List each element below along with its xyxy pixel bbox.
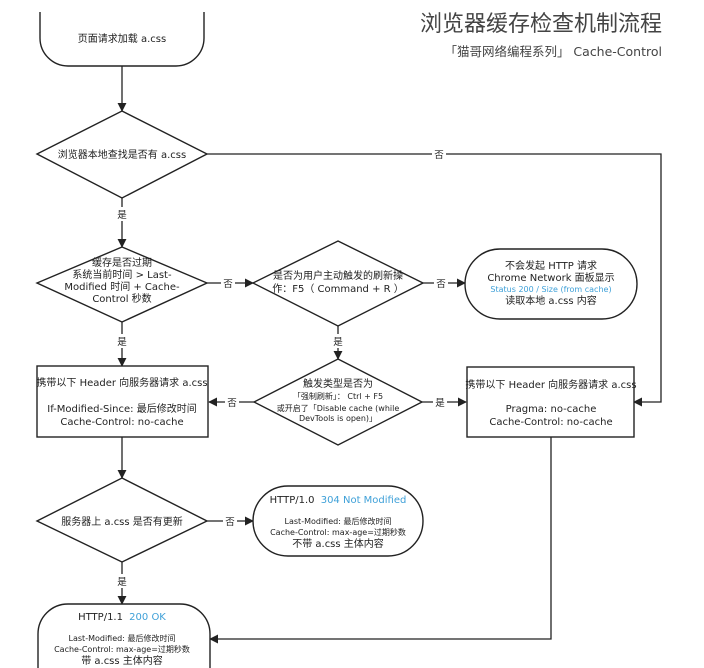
edge-nocache-to-200 (209, 437, 552, 644)
edge-label-no: 否 (225, 517, 235, 528)
conditional-line-2: Cache-Control: no-cache (60, 417, 183, 428)
conditional-line-1: If-Modified-Since: 最后修改时间 (47, 402, 196, 415)
response-200-line-2: Cache-Control: max-age=过期秒数 (54, 644, 190, 654)
response-200-status: HTTP/1.1 200 OK (78, 612, 166, 623)
response-200-prefix: HTTP/1.1 (78, 612, 123, 623)
nocache-line-1: Pragma: no-cache (506, 404, 597, 415)
decision-hard-line-2: 「强制刷新」： Ctrl + F5 (293, 391, 383, 401)
decision-expired-line-4: Control 秒数 (92, 292, 151, 305)
process-nocache-request: 携带以下 Header 向服务器请求 a.css Pragma: no-cach… (465, 366, 637, 438)
page-subtitle: 「猫哥网络编程系列」 Cache-Control (444, 44, 662, 59)
edge-label-yes: 是 (117, 337, 127, 348)
edge-label-no: 否 (436, 279, 446, 290)
decision-expired-line-3: Modified 时间 + Cache- (64, 280, 180, 293)
cache-hit-status: Status 200 / Size (from cache) (490, 285, 611, 294)
decision-expired-line-1: 缓存是否过期 (92, 256, 152, 269)
cache-hit-line-2: Chrome Network 面板显示 (487, 271, 614, 284)
nocache-line-2: Cache-Control: no-cache (489, 417, 612, 428)
decision-hard-line-1: 触发类型是否为 (303, 377, 373, 390)
edge-label-no: 否 (227, 398, 237, 409)
decision-hard-line-4: DevTools is open)」 (299, 414, 377, 423)
response-200-line-3: 带 a.css 主体内容 (81, 654, 163, 667)
edge-labels: 否 是 否 否 是 是 否 是 否 是 (114, 147, 448, 588)
response-304-status: HTTP/1.0 304 Not Modified (270, 495, 407, 506)
response-304-line-3: 不带 a.css 主体内容 (292, 537, 384, 550)
start-node: 页面请求加载 a.css (39, 12, 205, 67)
cache-hit-line-1: 不会发起 HTTP 请求 (505, 259, 597, 272)
edge-label-yes: 是 (117, 210, 127, 221)
cache-hit-node: 不会发起 HTTP 请求 Chrome Network 面板显示 Status … (464, 248, 638, 320)
decision-hard-line-3: 或开启了「Disable cache (while (277, 403, 400, 413)
decision-local-label: 浏览器本地查找是否有 a.css (58, 148, 186, 161)
response-200-node: HTTP/1.1 200 OK Last-Modified: 最后修改时间 Ca… (37, 603, 211, 668)
cache-hit-line-4: 读取本地 a.css 内容 (505, 294, 597, 307)
decision-refresh-line-1: 是否为用户主动触发的刷新操 (273, 269, 403, 282)
decision-user-refresh: 是否为用户主动触发的刷新操 作：F5（ Command + R ） (251, 240, 425, 327)
decision-updated-label: 服务器上 a.css 是否有更新 (61, 515, 183, 528)
decision-expired-line-2: 系统当前时间 > Last- (72, 268, 172, 281)
response-304-node: HTTP/1.0 304 Not Modified Last-Modified:… (252, 485, 424, 557)
decision-expired: 缓存是否过期 系统当前时间 > Last- Modified 时间 + Cach… (35, 246, 209, 323)
edge-label-no: 否 (223, 279, 233, 290)
response-200-line-1: Last-Modified: 最后修改时间 (69, 633, 176, 643)
page-title: 浏览器缓存检查机制流程 (420, 12, 662, 37)
decision-hard-refresh: 触发类型是否为 「强制刷新」： Ctrl + F5 或开启了「Disable c… (252, 358, 424, 446)
conditional-title: 携带以下 Header 向服务器请求 a.css (36, 376, 207, 389)
edge-label-yes: 是 (117, 577, 127, 588)
nocache-title: 携带以下 Header 向服务器请求 a.css (465, 378, 636, 391)
edge-label-no: 否 (434, 150, 444, 161)
edge-label-yes: 是 (333, 337, 343, 348)
decision-local-cache: 浏览器本地查找是否有 a.css (35, 110, 209, 199)
response-304-line-2: Cache-Control: max-age=过期秒数 (270, 527, 406, 537)
response-304-prefix: HTTP/1.0 (270, 495, 315, 506)
response-304-line-1: Last-Modified: 最后修改时间 (285, 516, 392, 526)
start-label: 页面请求加载 a.css (78, 32, 166, 45)
response-200-code: 200 OK (129, 612, 166, 623)
response-304-code: 304 Not Modified (321, 495, 407, 506)
decision-refresh-line-2: 作：F5（ Command + R ） (272, 283, 404, 295)
decision-server-updated: 服务器上 a.css 是否有更新 (35, 477, 209, 563)
process-conditional-request: 携带以下 Header 向服务器请求 a.css If-Modified-Sin… (36, 365, 209, 438)
edge-label-yes: 是 (435, 398, 445, 409)
